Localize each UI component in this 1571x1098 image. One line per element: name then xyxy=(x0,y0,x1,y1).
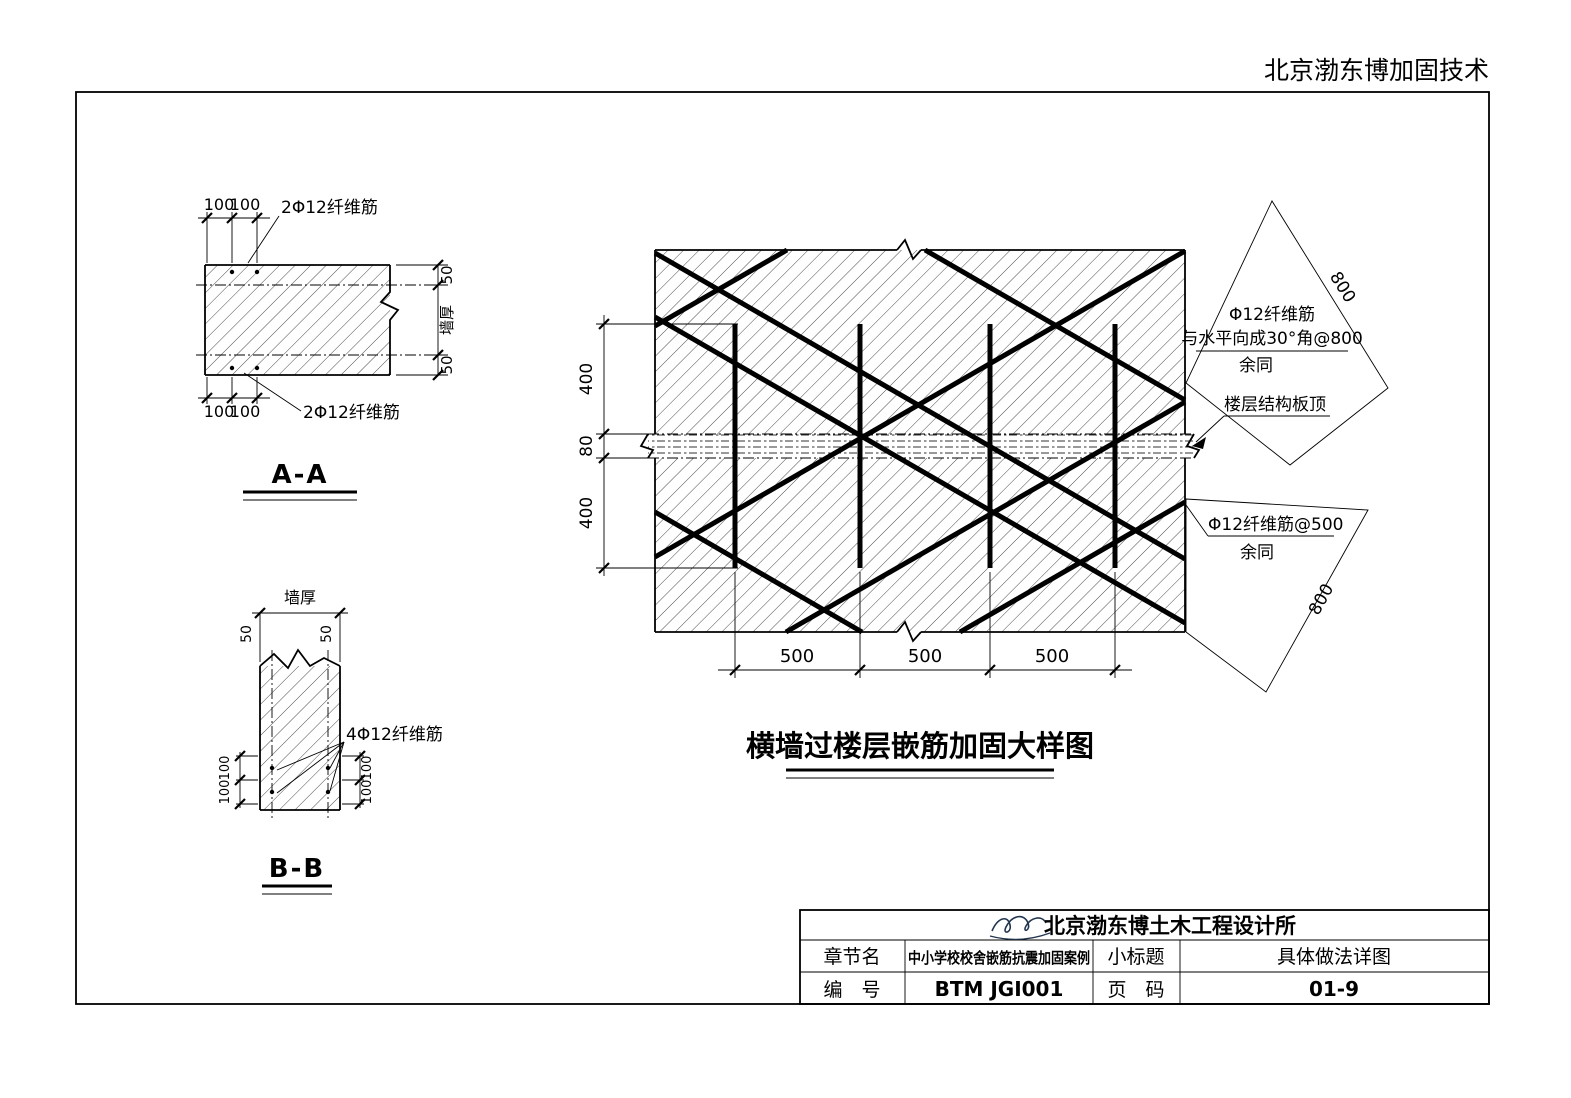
bb-right-dimension: 100 100 xyxy=(342,750,375,810)
slab-leader-arrow xyxy=(1192,437,1206,449)
bb-rebar-label: 4Φ12纤维筋 xyxy=(346,725,443,745)
note-slab-text: 楼层结构板顶 xyxy=(1224,395,1326,415)
detail-dim-800-top: 800 xyxy=(1325,268,1359,306)
aa-break-line xyxy=(379,265,400,375)
aa-dim-100-top-1: 100 xyxy=(204,195,235,214)
aa-bottom-rebar-label: 2Φ12纤维筋 xyxy=(303,403,400,423)
main-detail: 400 80 400 500 500 500 800 800 xyxy=(577,200,1389,779)
diagonal-fiber-bars xyxy=(653,247,1187,635)
diagonal-spacing-dimensions: 800 800 xyxy=(1185,200,1389,693)
aa-top-rebar-label: 2Φ12纤维筋 xyxy=(281,198,378,218)
bb-dim-50-left: 50 xyxy=(239,625,255,643)
company-name: 北京渤东博土木工程设计所 xyxy=(1044,913,1296,938)
company-watermark: 北京渤东博加固技术 xyxy=(1264,56,1489,85)
detail-dim-500-3: 500 xyxy=(1035,646,1069,667)
note-diag-line2: 与水平向成30°角@800 xyxy=(1181,329,1363,349)
floor-slab xyxy=(639,433,1201,459)
aa-wall-hatch xyxy=(205,265,390,375)
company-logo-icon xyxy=(989,915,1051,940)
bb-break-line xyxy=(259,648,341,670)
bb-wall-hatch xyxy=(260,666,340,810)
aa-bottom-dimension: 100 100 xyxy=(198,377,270,421)
wall-top-break xyxy=(896,238,922,261)
detail-dim-500-1: 500 xyxy=(780,646,814,667)
sheet-border xyxy=(75,91,1490,1005)
note-diag-line3: 余同 xyxy=(1239,356,1273,376)
aa-section-title: A-A xyxy=(271,460,328,490)
bb-dim-100-left-2: 100 xyxy=(218,780,233,805)
detail-title: 横墙过楼层嵌筋加固大样图 xyxy=(746,729,1094,763)
slab-left-break xyxy=(639,433,655,459)
section-bb: 墙厚 50 50 4Φ12纤维筋 xyxy=(218,588,443,895)
aa-wall-thickness-label: 墙厚 xyxy=(438,305,456,335)
wall-bottom-break xyxy=(896,620,922,643)
bb-top-dimension: 墙厚 50 50 xyxy=(239,588,348,662)
aa-dim-100-bottom-2: 100 xyxy=(230,402,261,421)
title-block: 北京渤东博土木工程设计所 章节名 中小学校校舍嵌筋抗震加固案例 小标题 具体做法… xyxy=(799,909,1490,1005)
number-value: BTM JGI001 xyxy=(935,977,1064,1001)
chapter-value: 中小学校校舍嵌筋抗震加固案例 xyxy=(908,949,1090,967)
aa-dim-100-bottom-1: 100 xyxy=(204,402,235,421)
bb-dim-100-right-2: 100 xyxy=(360,780,375,805)
detail-dim-500-2: 500 xyxy=(908,646,942,667)
note-vert-line1: Φ12纤维筋@500 xyxy=(1208,515,1343,535)
bb-dim-100-right-1: 100 xyxy=(360,756,375,781)
aa-dim-50-bottom: 50 xyxy=(438,355,456,374)
page-value: 01-9 xyxy=(1309,977,1359,1001)
bb-wall-thickness-label: 墙厚 xyxy=(284,588,316,607)
detail-dim-400-bottom: 400 xyxy=(577,497,597,529)
note-vertical-bars: Φ12纤维筋@500 余同 xyxy=(1185,504,1343,563)
aa-dim-50-top: 50 xyxy=(438,265,456,284)
bb-left-dimension: 100 100 xyxy=(218,750,258,810)
aa-dim-100-top-2: 100 xyxy=(230,195,261,214)
slab-right-break xyxy=(1185,433,1201,459)
bb-dim-50-right: 50 xyxy=(319,625,335,643)
subtitle-label: 小标题 xyxy=(1107,946,1164,968)
number-label: 编 号 xyxy=(823,979,880,1001)
vertical-fiber-bars xyxy=(732,324,1118,568)
detail-bottom-dimension: 500 500 500 xyxy=(718,572,1132,678)
bb-section-title: B-B xyxy=(269,854,325,884)
subtitle-value: 具体做法详图 xyxy=(1277,946,1391,968)
section-aa: 100 100 2Φ12纤维筋 100 100 2Φ12纤维筋 xyxy=(196,195,456,501)
note-vert-line2: 余同 xyxy=(1240,543,1274,563)
aa-top-dimension: 100 100 xyxy=(198,195,270,263)
detail-dim-80: 80 xyxy=(577,435,597,457)
page-label: 页 码 xyxy=(1107,979,1164,1001)
detail-dim-400-top: 400 xyxy=(577,363,597,395)
aa-right-dimension: 50 墙厚 50 xyxy=(396,259,456,381)
note-diag-line1: Φ12纤维筋 xyxy=(1229,305,1315,325)
note-floor-slab: 楼层结构板顶 xyxy=(1192,395,1330,449)
bb-dim-100-left-1: 100 xyxy=(218,756,233,781)
note-diagonal-bars: Φ12纤维筋 与水平向成30°角@800 余同 xyxy=(1181,305,1363,376)
detail-left-dimension: 400 80 400 xyxy=(577,315,738,576)
chapter-label: 章节名 xyxy=(823,946,880,968)
